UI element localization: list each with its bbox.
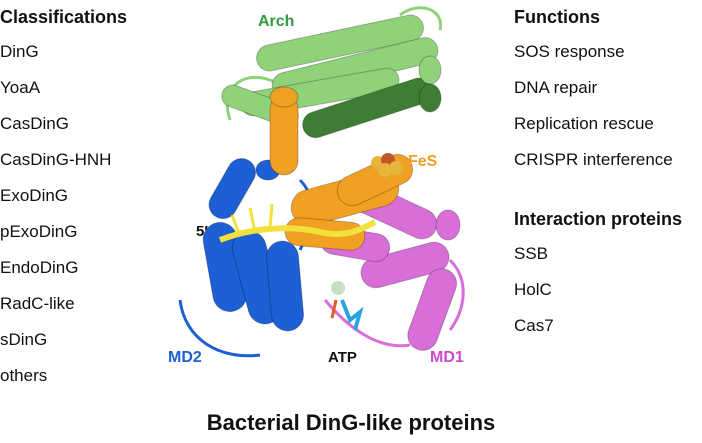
atp-ion xyxy=(331,281,345,295)
md1-label: MD1 xyxy=(430,349,464,366)
md1-helix xyxy=(407,268,458,351)
protein-structure-svg: Arch FeS 5′ MD2 ATP MD1 xyxy=(168,6,465,366)
fes-cluster-atom xyxy=(389,161,403,175)
md1-loop xyxy=(448,258,465,331)
classification-item: RadC-like xyxy=(0,294,75,313)
dna-strand xyxy=(218,203,377,243)
classification-item: CasDinG xyxy=(0,114,69,133)
figure-caption: Bacterial DinG-like proteins xyxy=(206,410,496,435)
atp-label: ATP xyxy=(328,349,357,366)
md2-helix xyxy=(265,240,305,332)
md1-loop xyxy=(323,299,411,348)
md2-label: MD2 xyxy=(168,349,202,366)
function-item: Replication rescue xyxy=(514,114,654,133)
md2-loop xyxy=(178,299,261,358)
interaction-heading: Interaction proteins xyxy=(514,209,683,229)
atp-stick xyxy=(330,299,338,319)
functions-panel: Functions SOS response DNA repair Replic… xyxy=(514,0,702,344)
md2-helix xyxy=(208,158,256,220)
fes-cluster-atom xyxy=(378,163,392,177)
classification-item: others xyxy=(0,366,48,385)
five-prime-label: 5′ xyxy=(196,223,208,240)
function-item: DNA repair xyxy=(514,78,598,97)
arch-label: Arch xyxy=(258,13,294,30)
arch-helix-end xyxy=(418,55,442,85)
interaction-item: SSB xyxy=(514,244,549,263)
classifications-list: Classifications DinG YoaA CasDinG CasDin… xyxy=(0,0,170,394)
arch-loop xyxy=(399,6,443,31)
classification-item: sDinG xyxy=(0,330,48,349)
function-item: CRISPR interference xyxy=(514,150,673,169)
classification-item: CasDinG-HNH xyxy=(0,150,112,169)
arch-helix-end xyxy=(418,83,442,113)
atp-stick xyxy=(340,299,364,331)
dna-base xyxy=(230,203,274,237)
fes-domain xyxy=(269,86,414,251)
classification-item: DinG xyxy=(0,42,39,61)
function-item: SOS response xyxy=(514,42,625,61)
classification-item: YoaA xyxy=(0,78,41,97)
interaction-item: HolC xyxy=(514,280,552,299)
md1-helix xyxy=(360,241,450,289)
interaction-item: Cas7 xyxy=(514,316,554,335)
atp-ligand xyxy=(330,281,364,331)
protein-structure-figure: Arch FeS 5′ MD2 ATP MD1 xyxy=(160,0,520,395)
md1-helix-end xyxy=(435,209,461,241)
fes-label: FeS xyxy=(408,153,438,170)
classification-item: EndoDinG xyxy=(0,258,79,277)
arch-domain xyxy=(221,6,443,139)
functions-heading: Functions xyxy=(514,7,600,27)
arch-helix xyxy=(256,14,424,72)
classifications-heading: Classifications xyxy=(0,7,128,27)
fes-helix-end xyxy=(269,86,299,108)
classification-item: pExoDinG xyxy=(0,222,78,241)
dna-backbone xyxy=(218,219,377,243)
classification-item: ExoDinG xyxy=(0,186,69,205)
md2-domain xyxy=(178,158,314,358)
